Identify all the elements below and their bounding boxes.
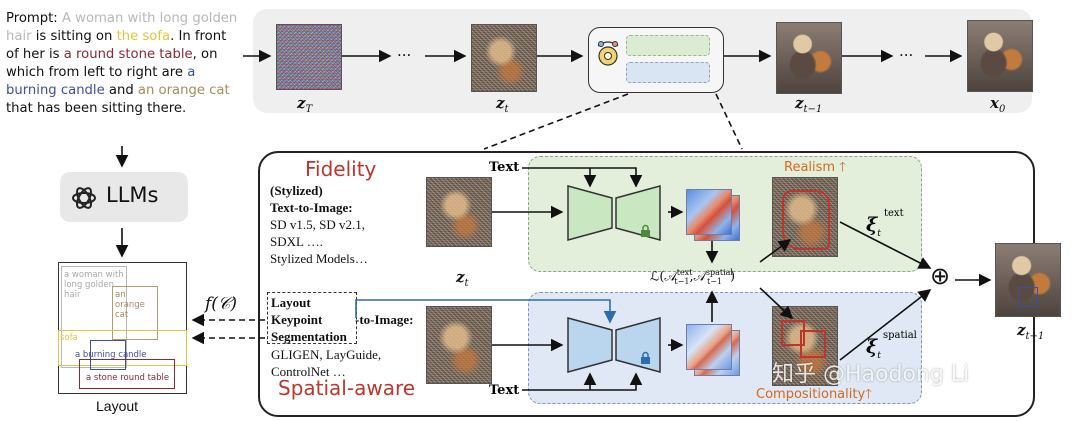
prompt-part: that has been sitting there.: [6, 101, 187, 116]
fidelity-title: Fidelity: [305, 157, 377, 181]
fidelity-line: SDXL ….: [270, 234, 323, 249]
label-zt-middle: zt: [456, 268, 469, 289]
prompt-part: , on which from left to right are: [6, 47, 218, 80]
input-image-top: [426, 177, 492, 247]
compositionality-label: Compositionality🡑: [756, 387, 872, 402]
compositional-box: [781, 320, 805, 346]
layout-box-cat: [112, 286, 158, 340]
llm-label: LLMs: [106, 183, 159, 207]
image-zt-1: [776, 22, 842, 94]
xi-spatial-sup: spatial: [883, 330, 917, 341]
fidelity-line: Text-to-Image:: [270, 200, 353, 215]
realism-label: Realism 🡑: [784, 160, 846, 175]
layout-box-candle: [90, 340, 126, 370]
prompt-candle: a burning candle: [6, 65, 196, 98]
fidelity-line: (Stylized): [270, 183, 323, 198]
ellipsis-2: ···: [899, 46, 914, 64]
prompt-cat: an orange cat: [137, 83, 230, 98]
realism-highlight: [782, 190, 830, 250]
sum-operator: ⊕: [930, 262, 951, 290]
prompt-part: is sitting on: [35, 29, 113, 44]
xi-text-sup: text: [884, 208, 904, 219]
noise-image-zT: [276, 24, 342, 90]
layout-label-table: a stone round table: [86, 373, 170, 383]
label-zT: zT: [297, 94, 313, 115]
label-zt-1: zt−1: [795, 94, 823, 115]
condition-function-label: f(𝒞): [205, 294, 237, 314]
prompt-label: Prompt:: [6, 11, 58, 26]
condition-type: Keypoint: [271, 312, 323, 327]
openai-logo-icon: [69, 183, 99, 213]
attention-map-front: [686, 324, 732, 370]
prompt-table: a round stone table: [63, 47, 193, 62]
prompt-sofa: the sofa: [116, 29, 171, 44]
up-arrow-icon: 🡑: [865, 387, 872, 402]
layout-label-candle: a burning candle: [75, 350, 147, 360]
prompt-woman: A woman with long golden hair: [6, 11, 238, 44]
label-x0: x0: [990, 94, 1006, 115]
label-zt: zt: [496, 94, 509, 115]
input-image-bottom: [426, 306, 492, 384]
layout-box-woman: [61, 266, 127, 368]
text-input-top: Text: [489, 160, 520, 175]
noisy-image-zt: [471, 24, 537, 92]
lock-icon: [639, 224, 652, 237]
text-input-bottom: Text: [489, 383, 520, 398]
prompt-part: . In front of her is: [6, 29, 227, 62]
gear-brain-icon: [592, 38, 624, 70]
condition-type-list: Layout Keypoint Segmentation: [271, 294, 347, 345]
fidelity-line: Stylized Models…: [270, 251, 368, 266]
guidance-branch-bottom: [626, 62, 710, 83]
watermark: 知乎 @Haodong Li: [772, 362, 970, 387]
spatial-line: GLIGEN, LayGuide,: [271, 347, 382, 362]
layout-caption: Layout: [96, 398, 139, 414]
compositional-box: [800, 330, 826, 358]
prompt-text: Prompt: A woman with long golden hair is…: [6, 10, 238, 118]
prompt-part: and: [108, 83, 134, 98]
output-image-zt-1: [995, 243, 1061, 317]
layout-box-sofa: [58, 330, 187, 366]
ellipsis-1: ···: [397, 46, 412, 64]
fidelity-line: SD v1.5, SD v2.1,: [270, 217, 365, 232]
layout-label-sofa: sofa: [60, 333, 78, 343]
to-image-suffix: -to-Image:: [355, 312, 414, 327]
xi-text-label: ξt: [866, 214, 881, 239]
spatial-line: ControlNet …: [271, 364, 346, 379]
layout-box-table: [79, 359, 175, 389]
spatial-methods: GLIGEN, LayGuide, ControlNet …: [271, 346, 381, 380]
loss-formula: ℒ(𝒜textt−1,𝒜spatialt−1): [650, 268, 736, 286]
image-x0: [967, 20, 1033, 92]
label-output-zt-1: zt−1: [1017, 321, 1045, 342]
output-candle-box: [1018, 287, 1038, 307]
guidance-branch-top: [626, 35, 710, 56]
layout-label-cat: an orange cat: [115, 290, 145, 320]
condition-type: Layout: [271, 295, 311, 310]
lock-icon: [639, 351, 652, 364]
layout-label-woman: a woman with long golden hair: [64, 270, 124, 300]
up-arrow-icon: 🡑: [839, 160, 846, 175]
llm-box: [60, 172, 188, 222]
spatial-aware-title: Spatial-aware: [278, 376, 416, 400]
attention-map-front: [686, 189, 732, 235]
fidelity-description: (Stylized) Text-to-Image: SD v1.5, SD v2…: [270, 182, 368, 267]
xi-spatial-label: ξt: [866, 336, 881, 361]
condition-type: Segmentation: [271, 329, 347, 344]
unet-fidelity: [566, 182, 666, 244]
